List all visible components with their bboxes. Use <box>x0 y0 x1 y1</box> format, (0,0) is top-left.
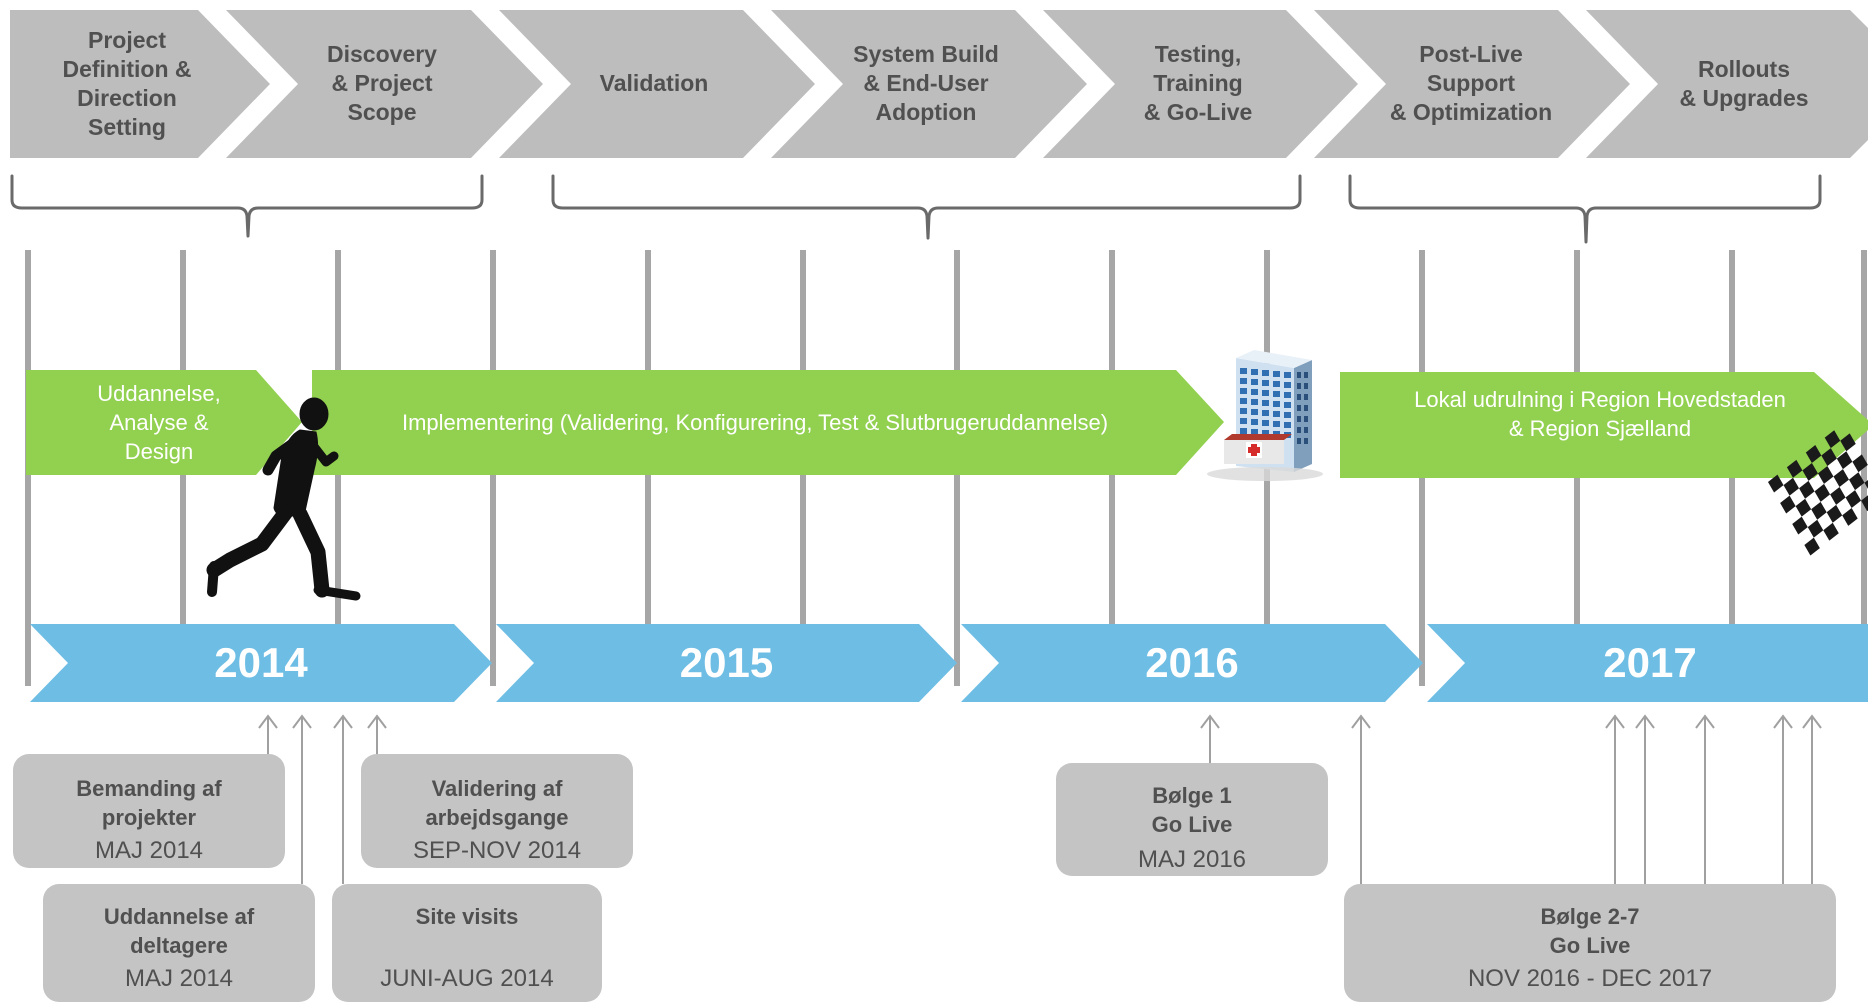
phase-chevron-4 <box>771 10 1087 158</box>
phase-chevron-7 <box>1586 10 1868 158</box>
phase-label-4: System Build & End-User Adoption <box>853 41 999 125</box>
bar-lokal <box>1340 372 1868 478</box>
bar-implementering <box>312 370 1224 475</box>
bar-uddannelse <box>26 370 302 475</box>
year-label-2017: 2017 <box>1603 639 1697 686</box>
runner-silhouette-icon <box>206 397 361 601</box>
year-chevron-2015 <box>496 624 957 702</box>
milestone-title: Validering af arbejdsgange <box>425 776 569 830</box>
hospital-building-icon <box>1207 350 1323 481</box>
bracket-stage-1 <box>10 174 484 238</box>
phase-label-6: Post-Live Support & Optimization <box>1389 41 1553 125</box>
year-label-2016: 2016 <box>1145 639 1239 686</box>
phase-chevron-1 <box>10 10 270 158</box>
phase-chevron-6 <box>1314 10 1630 158</box>
milestone-site-visits: Site visits JUNI-AUG 2014 <box>332 884 602 1002</box>
milestone-date: MAJ 2014 <box>124 965 234 992</box>
year-chevron-2014 <box>30 624 492 702</box>
milestone-bolge1: Bølge 1 Go Live MAJ 2016 <box>1056 763 1328 876</box>
milestone-title: Site visits <box>415 904 519 929</box>
milestone-date: JUNI-AUG 2014 <box>380 965 554 992</box>
year-chevron-2017 <box>1427 624 1868 702</box>
milestone-date: MAJ 2016 <box>1137 846 1247 873</box>
phase-chevron-3 <box>499 10 815 158</box>
milestone-date: NOV 2016 - DEC 2017 <box>1467 965 1713 992</box>
milestone-date: SEP-NOV 2014 <box>412 837 582 864</box>
milestone-bemanding: Bemanding af projekter MAJ 2014 <box>13 754 285 868</box>
year-label-2015: 2015 <box>679 639 774 686</box>
bar-uddannelse-label: Uddannelse, Analyse & Design <box>97 381 221 464</box>
bar-lokal-label: Lokal udrulning i Region Hovedstaden & R… <box>1414 387 1786 441</box>
phase-label-5: Testing, Training & Go-Live <box>1143 41 1253 125</box>
year-label-2014: 2014 <box>214 639 308 686</box>
year-chevrons <box>30 624 1868 702</box>
milestone-bolge27: Bølge 2-7 Go Live NOV 2016 - DEC 2017 <box>1344 884 1836 1002</box>
milestone-uddannelse-deltagere: Uddannelse af deltagere MAJ 2014 <box>43 884 315 1002</box>
milestone-title: Uddannelse af deltagere <box>103 904 255 958</box>
phase-label-7: Rollouts & Upgrades <box>1679 55 1809 111</box>
phase-chevrons <box>10 10 1868 158</box>
phase-label-2: Discovery & Project Scope <box>327 41 437 125</box>
milestone-arrows <box>258 714 1822 884</box>
checkered-flag-icon <box>1768 430 1868 556</box>
milestone-title: Bemanding af projekter <box>76 776 222 830</box>
phase-label-1: Project Definition & Direction Setting <box>62 26 192 140</box>
milestone-title: Bølge 2-7 Go Live <box>1540 904 1640 958</box>
phase-chevron-5 <box>1043 10 1358 158</box>
milestone-date: MAJ 2014 <box>94 837 204 864</box>
activity-bars <box>26 370 1868 478</box>
bracket-stage-2 <box>551 174 1302 240</box>
bar-implementering-label: Implementering (Validering, Konfigurerin… <box>401 410 1109 435</box>
phase-label-3: Validation <box>599 70 709 96</box>
phase-chevron-2 <box>226 10 543 158</box>
year-chevron-2016 <box>961 624 1423 702</box>
bracket-stage-3 <box>1348 174 1822 244</box>
milestone-validering: Validering af arbejdsgange SEP-NOV 2014 <box>361 754 633 868</box>
milestone-title: Bølge 1 Go Live <box>1151 783 1233 837</box>
